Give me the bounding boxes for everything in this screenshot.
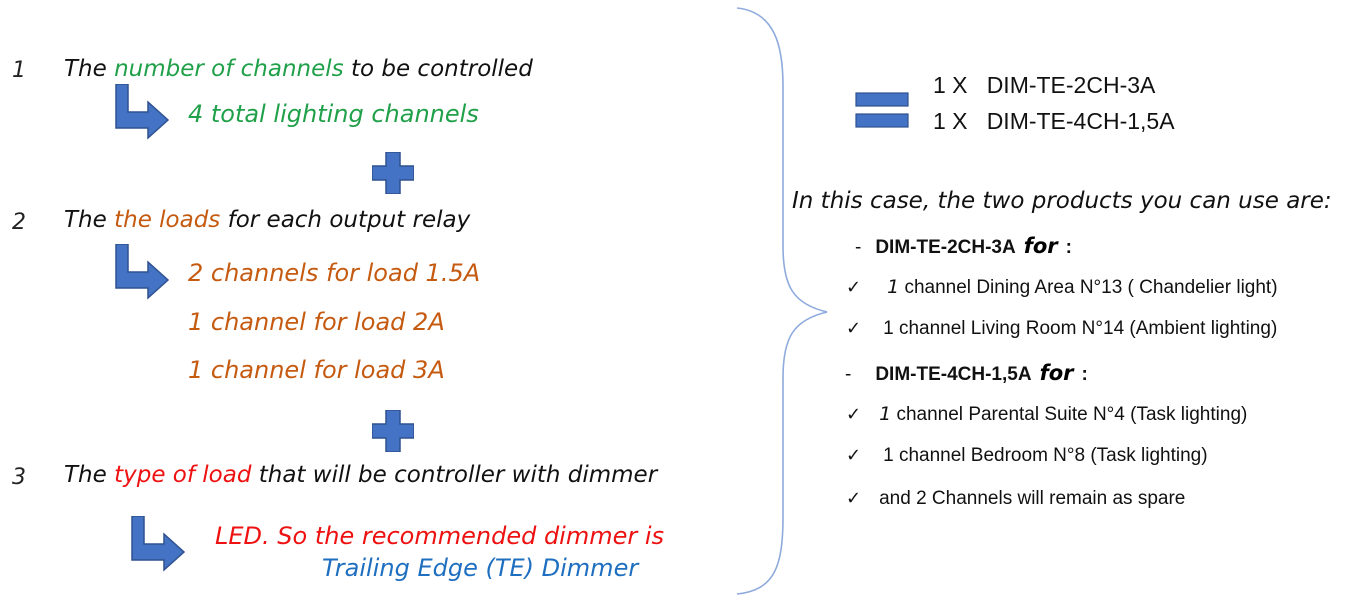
step-1-prefix: The [64, 56, 115, 82]
step-2-title: The the loads for each output relay [64, 207, 470, 233]
item-count: 1 [879, 403, 892, 425]
step-1-suffix: to be controlled [343, 56, 533, 82]
check-icon: ✓ [846, 277, 862, 298]
step-2-suffix: for each output relay [220, 207, 471, 233]
product-group-1-header: - DIM-TE-2CH-3A for : [855, 234, 1072, 259]
item-type: Chandelier light [1139, 277, 1272, 298]
step-1-title: The number of channels to be controlled [64, 56, 533, 82]
step-2-result-1: 2 channels for load 1.5A [188, 259, 481, 287]
step-1-highlight: number of channels [114, 56, 344, 82]
item-close: ) [1201, 445, 1208, 466]
bent-arrow-icon [131, 516, 186, 572]
step-3-title: The type of load that will be controller… [64, 462, 657, 488]
list-item: ✓ 1 channel Living Room N°14 (Ambient li… [846, 318, 1277, 340]
group-2-name: DIM-TE-4CH-1,5A [875, 364, 1032, 385]
item-type: Task lighting [1096, 445, 1202, 466]
check-icon: ✓ [846, 445, 862, 466]
group-2-for: for [1039, 361, 1074, 385]
item-close: ) [1271, 277, 1278, 298]
step-3-highlight: type of load [114, 462, 252, 488]
bent-arrow-icon [115, 244, 170, 300]
plus-icon [372, 410, 414, 452]
list-item: ✓ 1 channel Bedroom N°8 (Task lighting) [846, 445, 1208, 467]
item-close: ) [1241, 404, 1248, 425]
plus-icon [372, 152, 414, 194]
item-type: Task lighting [1136, 404, 1242, 425]
product-line-2: 1 X DIM-TE-4CH-1,5A [933, 108, 1175, 134]
check-icon: ✓ [846, 488, 862, 509]
item-pre: channel [891, 404, 969, 425]
group-2-dash: - [845, 364, 852, 385]
brace-icon [736, 7, 828, 595]
spare-text: and 2 Channels will remain as spare [879, 488, 1186, 509]
step-2-result-2: 1 channel for load 2A [188, 308, 445, 336]
group-1-colon: : [1065, 237, 1072, 258]
step-1-result: 4 total lighting channels [188, 100, 479, 128]
item-count: 1 [883, 318, 894, 339]
step-3-result-line-2: Trailing Edge (TE) Dimmer [322, 554, 639, 582]
item-room: Bedroom N°8 [970, 445, 1086, 466]
list-item: ✓ 1 channel Dining Area N°13 ( Chandelie… [846, 276, 1278, 299]
step-3-prefix: The [64, 462, 115, 488]
item-open: ( [1085, 445, 1097, 466]
item-room: Dining Area N°13 [976, 277, 1123, 298]
product-group-2-header: - DIM-TE-4CH-1,5A for : [845, 361, 1088, 386]
item-close: ) [1270, 318, 1278, 339]
bent-arrow-icon [115, 84, 170, 140]
product-line-1: 1 X DIM-TE-2CH-3A [933, 72, 1156, 98]
group-1-dash: - [855, 237, 862, 258]
list-item-spare: ✓ and 2 Channels will remain as spare [846, 488, 1185, 510]
step-3-result-line-1: LED. So the recommended dimmer is [215, 522, 665, 550]
item-count: 1 [887, 276, 900, 298]
list-item: ✓ 1 channel Parental Suite N°4 (Task lig… [846, 403, 1247, 426]
item-open: ( [1124, 404, 1137, 425]
step-2-result-3: 1 channel for load 3A [188, 356, 445, 384]
step-2-highlight: the loads [114, 207, 221, 233]
group-2-colon: : [1081, 364, 1088, 385]
step-1-number: 1 [12, 58, 26, 83]
products-intro: In this case, the two products you can u… [792, 188, 1332, 214]
step-3-number: 3 [12, 465, 26, 490]
group-1-name: DIM-TE-2CH-3A [875, 237, 1016, 258]
equals-icon [855, 92, 909, 128]
item-open: ( [1124, 318, 1136, 339]
step-2-number: 2 [12, 210, 26, 235]
step-3-suffix: that will be controller with dimmer [251, 462, 658, 488]
item-pre: channel [899, 277, 977, 298]
group-1-for: for [1023, 234, 1058, 258]
item-count: 1 [883, 445, 894, 466]
item-type: Ambient lighting [1135, 318, 1271, 339]
item-pre: channel [893, 445, 971, 466]
item-room: Parental Suite N°4 [968, 404, 1125, 425]
item-room: Living Room N°14 [970, 318, 1125, 339]
item-pre: channel [893, 318, 971, 339]
check-icon: ✓ [846, 404, 862, 425]
check-icon: ✓ [846, 318, 862, 339]
item-open: ( [1122, 277, 1140, 298]
step-2-prefix: The [64, 207, 115, 233]
